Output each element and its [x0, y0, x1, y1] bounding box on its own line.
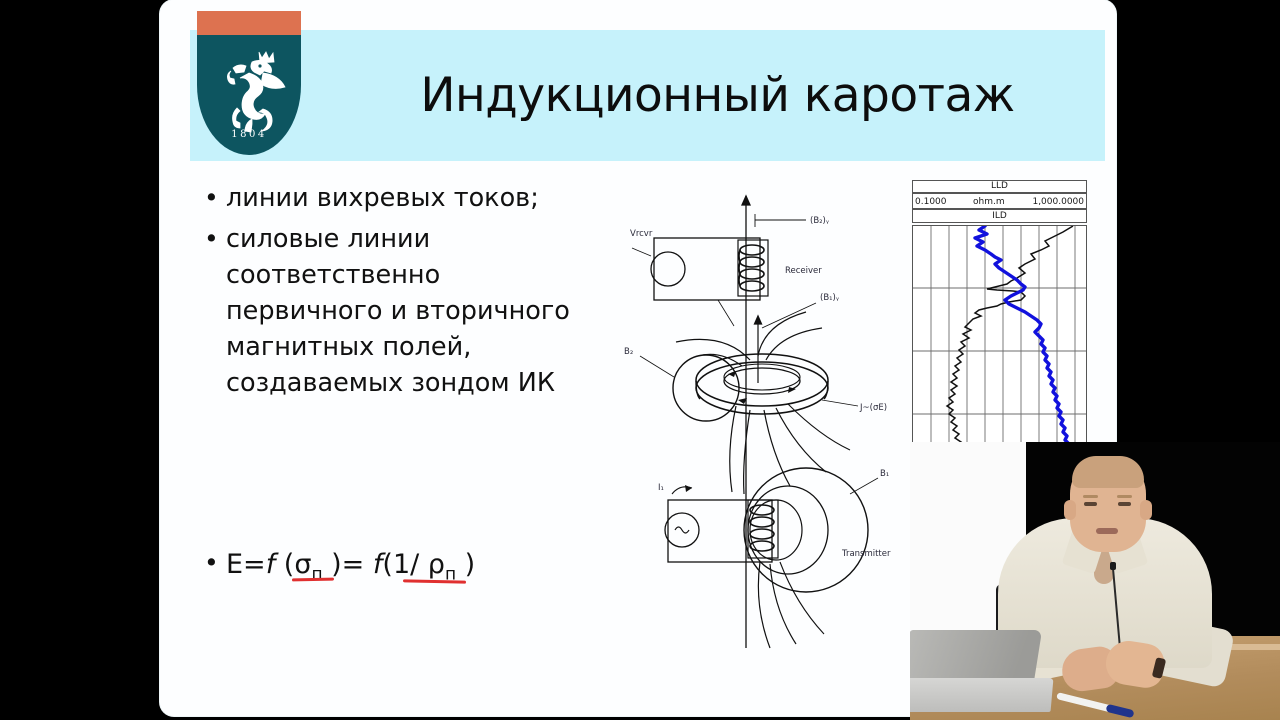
- crest-year-label: 1804: [231, 129, 267, 140]
- red-underline-sigma: [291, 577, 335, 582]
- bullet-marker: •: [204, 224, 219, 253]
- diagram-label-b2y: (B₂)ᵧ: [810, 216, 830, 226]
- log-track-header: LLD 0.1000 ohm.m 1,000.0000 ILD: [912, 180, 1087, 225]
- list-item: • линии вихревых токов;: [204, 180, 594, 216]
- bullet-text: линии вихревых токов;: [226, 183, 539, 213]
- formula-sub1: п: [311, 564, 323, 585]
- formula-open1: (σ: [275, 549, 312, 580]
- diagram-label-b1: B₁: [880, 469, 889, 479]
- presenter-eye-right: [1118, 502, 1131, 506]
- formula-expression: E=f (σп )= f(1/ ρп ): [226, 545, 475, 594]
- bullet-text: силовые линии соответственно первичного …: [226, 224, 570, 398]
- diagram-label-b2: B₂: [624, 347, 633, 357]
- slide-title-bar: Индукционный каротаж: [190, 30, 1105, 161]
- scale-low-value: 0.1000: [915, 197, 947, 207]
- formula-f2: f: [372, 549, 383, 580]
- diagram-label-current: I₁: [658, 483, 664, 493]
- lavalier-mic-clip: [1110, 562, 1116, 570]
- formula-list-item: • E=f (σп )= f(1/ ρп ): [204, 545, 624, 594]
- presenter-ear-left: [1064, 500, 1076, 520]
- formula-lhs: E=: [226, 549, 266, 580]
- bullet-marker: •: [204, 183, 219, 212]
- list-item: • силовые линии соответственно первичног…: [204, 221, 594, 401]
- diagram-label-eddy-current: J~(σE): [859, 403, 887, 413]
- log-header-scale: 0.1000 ohm.m 1,000.0000: [912, 193, 1087, 209]
- diagram-label-b1y: (B₁)ᵧ: [820, 293, 840, 303]
- red-underline-rho: [402, 579, 467, 584]
- diagram-label-transmitter: Transmitter: [841, 549, 891, 559]
- laptop-lid: [910, 630, 1043, 682]
- log-header-lld: LLD: [912, 180, 1087, 193]
- presenter-mouth: [1096, 528, 1118, 534]
- bullet-marker: •: [204, 548, 219, 577]
- presenter-hair: [1072, 456, 1144, 488]
- griffin-icon: [227, 51, 286, 133]
- formula-f1: f: [265, 549, 276, 580]
- page-title: Индукционный каротаж: [420, 68, 1015, 123]
- university-crest-logo: 1804: [191, 11, 309, 163]
- laptop-base: [910, 678, 1054, 712]
- scale-unit-label: ohm.m: [973, 197, 1005, 207]
- diagram-label-receiver: Receiver: [785, 266, 822, 276]
- presenter-eyebrow-left: [1083, 495, 1098, 498]
- induction-logging-diagram: Vrcvr (B₂)ᵧ Receiver (B₁)ᵧ B₂ J~(σE) B₁ …: [610, 178, 910, 678]
- formula-close1: )=: [322, 549, 373, 580]
- formula-open2: (1/ ρ: [382, 549, 445, 580]
- crest-top-band: [197, 11, 301, 36]
- presenter-eyebrow-right: [1117, 495, 1132, 498]
- formula-sub2: п: [444, 564, 457, 585]
- presenter-eye-left: [1084, 502, 1097, 506]
- presenter-webcam-overlay[interactable]: [910, 442, 1280, 720]
- presenter-ear-right: [1140, 500, 1152, 520]
- log-header-ild: ILD: [912, 209, 1087, 223]
- bullet-list: • линии вихревых токов; • силовые линии …: [204, 180, 594, 406]
- diagram-label-vrcvr: Vrcvr: [630, 229, 653, 239]
- formula-close2: ): [456, 549, 476, 580]
- scale-high-value: 1,000.0000: [1032, 197, 1084, 207]
